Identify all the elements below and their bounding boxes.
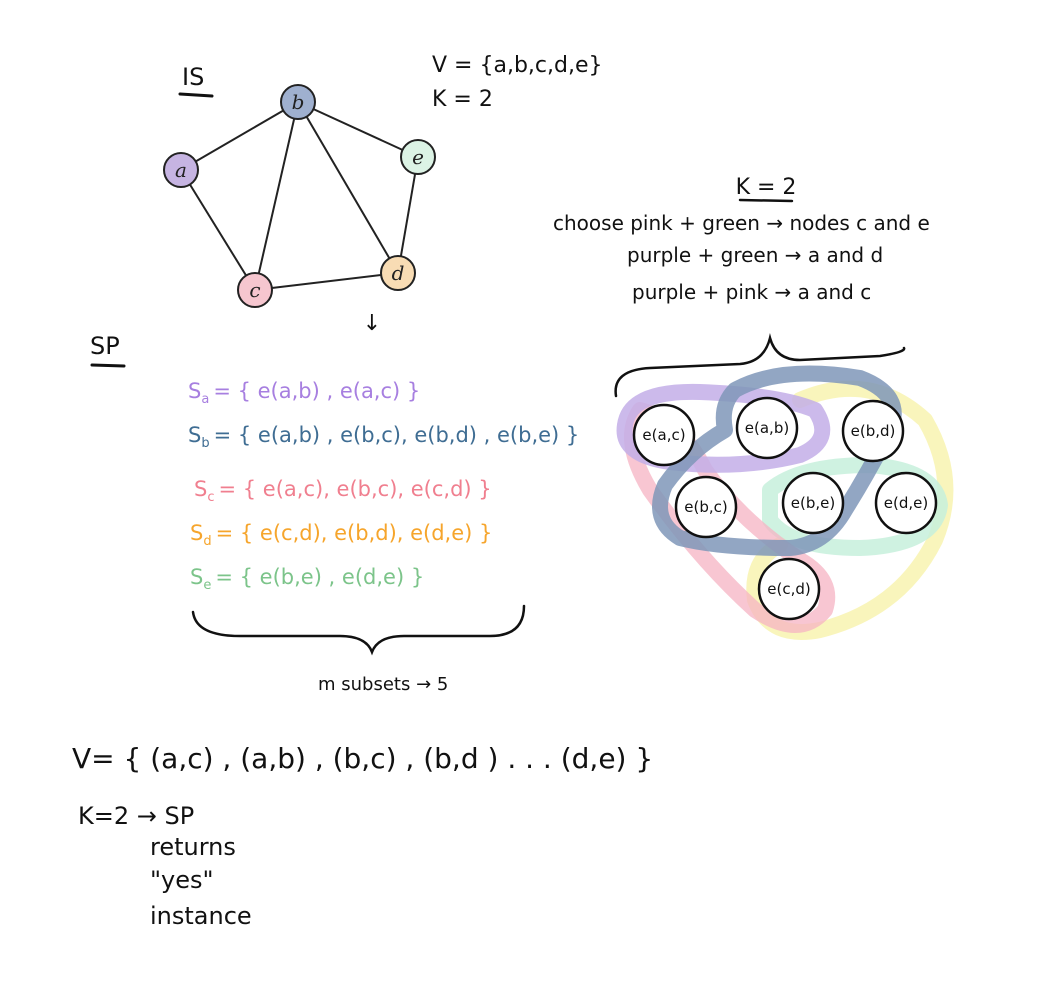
k-to-sp: K=2 → SP — [78, 802, 194, 830]
svg-text:e(b,d): e(b,d) — [851, 422, 896, 440]
edge-b-d — [297, 101, 399, 274]
choice-line-1: choose pink + green → nodes c and e — [553, 211, 930, 235]
node-b: b — [280, 84, 316, 120]
svg-text:e(b,e): e(b,e) — [791, 494, 835, 512]
edge-d-e — [397, 156, 419, 274]
svg-text:e(a,b): e(a,b) — [745, 419, 789, 437]
sp-title-underline — [90, 363, 126, 368]
returns-word-3: instance — [150, 902, 252, 930]
node-c: c — [237, 272, 273, 308]
right-k-underline — [738, 198, 794, 203]
is-graph-edges — [180, 101, 419, 291]
edge-a-c — [180, 169, 256, 291]
svg-text:e(c,d): e(c,d) — [767, 580, 810, 598]
subset-sd: Sd= { e(c,d), e(b,d), e(d,e) } — [190, 521, 492, 549]
node-b-label: b — [292, 90, 305, 114]
subset-sc: Sc= { e(a,c), e(b,c), e(c,d) } — [194, 477, 492, 505]
svg-text:e(b,c): e(b,c) — [684, 498, 727, 516]
svg-text:Se= { e(b,e) , e(d,e) }: Se= { e(b,e) , e(d,e) } — [190, 565, 424, 593]
choice-line-2: purple + green → a and d — [627, 243, 883, 267]
is-vertex-set: V = {a,b,c,d,e} — [432, 53, 602, 78]
right-k-title: K = 2 — [736, 175, 797, 200]
node-e-label: e — [412, 145, 424, 169]
node-d-label: d — [392, 261, 405, 285]
is-k-value: K = 2 — [432, 87, 493, 112]
element-e-ac: e(a,c) — [632, 403, 696, 467]
node-e: e — [400, 139, 436, 175]
edge-c-d — [254, 272, 399, 291]
element-e-de: e(d,e) — [874, 471, 938, 535]
svg-text:e(d,e): e(d,e) — [884, 494, 928, 512]
node-c-label: c — [249, 278, 260, 302]
svg-text:Sb= { e(a,b) , e(b,c), e(b,d): Sb= { e(a,b) , e(b,c), e(b,d) , e(b,e) } — [188, 423, 579, 451]
node-a-label: a — [175, 158, 187, 182]
down-arrow: ↓ — [363, 311, 381, 336]
svg-text:Sc= { e(a,c), e(b,c), e(c,d) }: Sc= { e(a,c), e(b,c), e(c,d) } — [194, 477, 492, 505]
returns-word-1: returns — [150, 833, 236, 861]
element-e-be: e(b,e) — [781, 471, 845, 535]
sp-title: SP — [90, 332, 120, 360]
highlight-blue-sb — [652, 365, 902, 556]
svg-text:Sd= { e(c,d), e(b,d), e(d,e) }: Sd= { e(c,d), e(b,d), e(d,e) } — [190, 521, 492, 549]
edge-b-e — [297, 101, 419, 158]
svg-text:Sa= { e(a,b) , e(a,c) }: Sa= { e(a,b) , e(a,c) } — [188, 379, 420, 407]
venn-brace — [614, 333, 906, 398]
subsets-count: m subsets → 5 — [318, 674, 448, 695]
universe-set: V= { (a,c) , (a,b) , (b,c) , (b,d ) . . … — [72, 742, 653, 775]
node-d: d — [380, 255, 416, 291]
venn-elements: e(a,c) e(a,b) e(b,d) e(b,c) e(b,e) e(d,e… — [632, 396, 938, 621]
is-title-underline — [178, 92, 214, 98]
edge-b-c — [254, 101, 299, 291]
venn-highlights — [616, 365, 954, 640]
subset-sb: Sb= { e(a,b) , e(b,c), e(b,d) , e(b,e) } — [188, 423, 579, 451]
element-e-ab: e(a,b) — [735, 396, 799, 460]
svg-text:e(a,c): e(a,c) — [642, 426, 685, 444]
choice-line-3: purple + pink → a and c — [632, 280, 871, 304]
element-e-cd: e(c,d) — [757, 557, 821, 621]
is-title: IS — [182, 63, 204, 91]
subset-sa: Sa= { e(a,b) , e(a,c) } — [188, 379, 420, 407]
subsets-brace — [191, 604, 526, 656]
returns-word-2: "yes" — [150, 866, 214, 894]
node-a: a — [163, 152, 199, 188]
subset-se: Se= { e(b,e) , e(d,e) } — [190, 565, 424, 593]
element-e-bc: e(b,c) — [674, 475, 738, 539]
edge-a-b — [180, 101, 299, 171]
element-e-bd: e(b,d) — [841, 399, 905, 463]
